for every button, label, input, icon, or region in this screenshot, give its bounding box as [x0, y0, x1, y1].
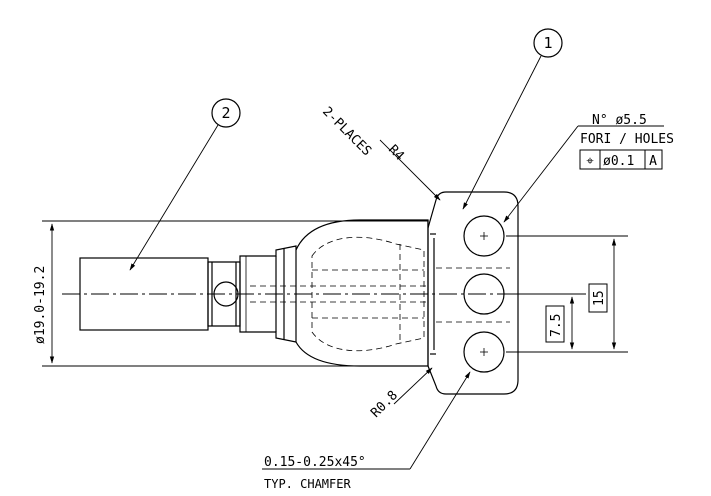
- chamfer-size-label: 0.15-0.25x45°: [264, 455, 366, 470]
- ball-body: [295, 219, 429, 367]
- diameter-label: ø19.0-19.2: [33, 266, 48, 344]
- holes-count-label: N° ø5.5: [592, 113, 647, 128]
- dim-7-5-box: [545, 305, 565, 343]
- dim-7-5-label: 7.5: [549, 314, 564, 337]
- flange-plate: [427, 191, 519, 395]
- balloon-2: [211, 98, 241, 128]
- dim-15-label: 15: [592, 290, 607, 306]
- two-places-label: 2-PLACES: [319, 104, 374, 159]
- hole-top: [463, 215, 505, 257]
- balloon-1: [533, 28, 563, 58]
- hidden-cavity: [311, 236, 425, 352]
- hole-bottom: [463, 331, 505, 373]
- dim-15-box: [588, 283, 608, 313]
- feature-control-frame: [579, 149, 663, 170]
- fcf-tolerance-label: ø0.1: [603, 154, 634, 169]
- balloon-2-label: 2: [221, 104, 230, 122]
- holes-desc-label: FORI / HOLES: [580, 132, 674, 147]
- position-tolerance-icon: ⌖: [586, 154, 594, 169]
- balloon-1-label: 1: [543, 34, 552, 52]
- radius-r4-label: R4: [385, 142, 407, 164]
- chamfer-note-label: TYP. CHAMFER: [264, 477, 351, 491]
- hole-middle: [463, 273, 505, 315]
- cross-hole: [213, 281, 239, 307]
- radius-r08-label: R0.8: [368, 388, 401, 421]
- fcf-datum-label: A: [649, 154, 657, 169]
